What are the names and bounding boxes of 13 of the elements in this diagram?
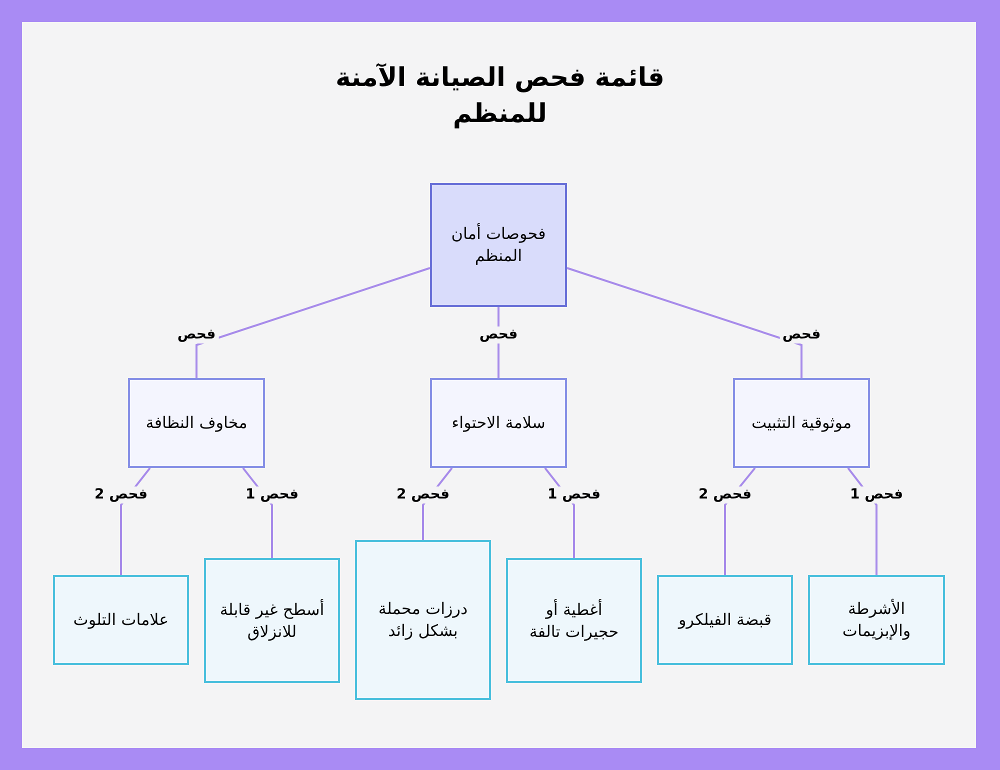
item-box: علامات التلوث (53, 575, 189, 665)
connector (566, 267, 802, 378)
item-box: الأشرطة والإبزيمات (808, 575, 945, 665)
item-box: قبضة الفيلكرو (657, 575, 793, 665)
title: قائمة فحص الصيانة الآمنة للمنظم (334, 62, 666, 131)
category-box: موثوقية التثبيت (733, 378, 870, 468)
connector (196, 267, 430, 378)
root-box: فحوصات أمان المنظم (430, 183, 567, 307)
item-box: أغطية أو حجيرات تالفة (506, 558, 642, 683)
category-box: سلامة الاحتواء (430, 378, 567, 468)
item-box: درزات محملة بشكل زائد (355, 540, 491, 700)
category-box: مخاوف النظافة (128, 378, 265, 468)
item-box: أسطح غير قابلة للانزلاق (204, 558, 340, 683)
